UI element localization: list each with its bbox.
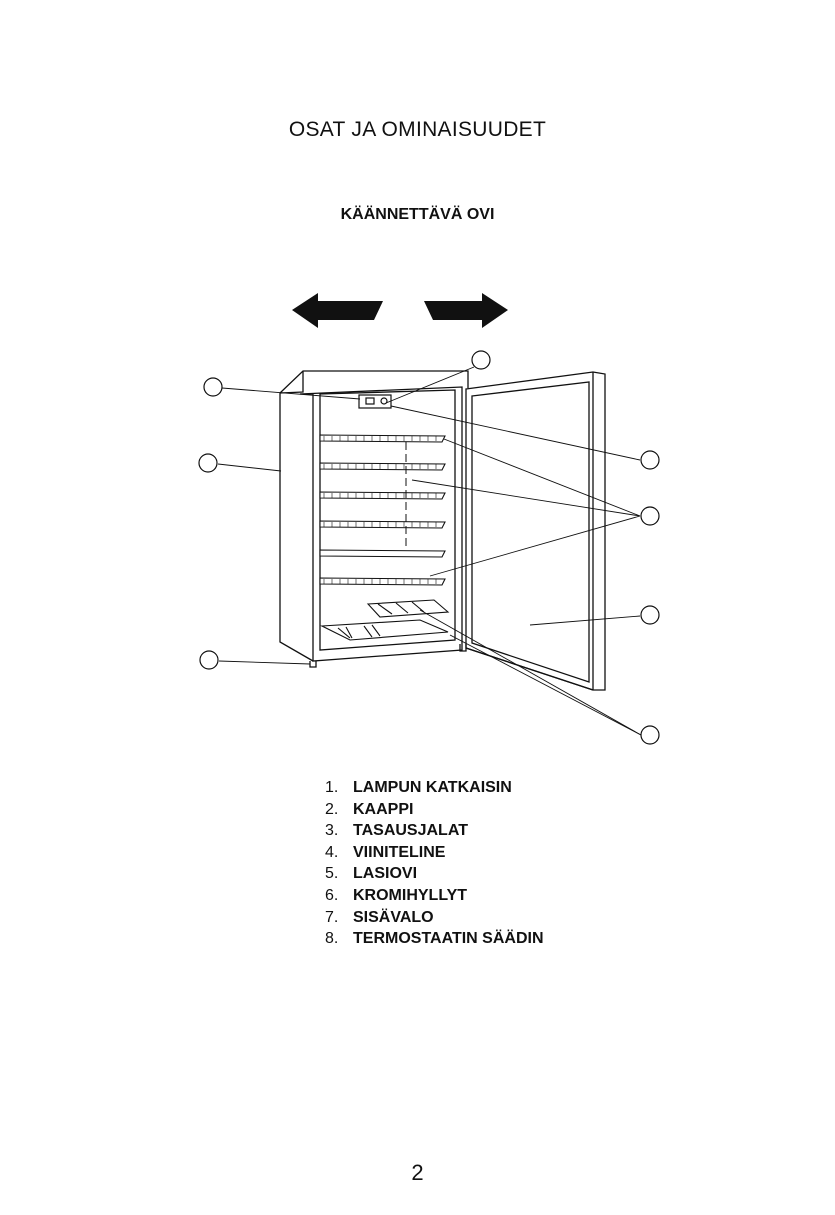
list-item: 5.LASIOVI xyxy=(325,863,544,885)
callout-circle-cabinet xyxy=(199,454,217,472)
list-item: 2.KAAPPI xyxy=(325,799,544,821)
list-item: 1.LAMPUN KATKAISIN xyxy=(325,777,544,799)
callout-circle-thermostat xyxy=(472,351,490,369)
list-item: 4.VIINITELINE xyxy=(325,842,544,864)
callout-circle-chrome-shelves xyxy=(641,507,659,525)
control-panel xyxy=(359,395,391,408)
list-item: 6.KROMIHYLLYT xyxy=(325,885,544,907)
callout-circle-interior-light xyxy=(641,451,659,469)
page-number: 2 xyxy=(0,1160,835,1186)
shelves xyxy=(320,435,445,585)
callout-circles xyxy=(199,351,659,744)
arrow-left-icon xyxy=(292,293,383,328)
arrow-right-icon xyxy=(424,293,508,328)
parts-list: 1.LAMPUN KATKAISIN 2.KAAPPI 3.TASAUSJALA… xyxy=(325,777,544,950)
callout-circle-wine-rack xyxy=(641,726,659,744)
wine-rack xyxy=(322,600,448,640)
list-item: 8.TERMOSTAATIN SÄÄDIN xyxy=(325,928,544,950)
callout-circle-levelling-feet xyxy=(200,651,218,669)
glass-door xyxy=(466,372,605,690)
callout-circle-lamp-switch xyxy=(204,378,222,396)
list-item: 7.SISÄVALO xyxy=(325,907,544,929)
callout-circle-glass-door xyxy=(641,606,659,624)
shelf-rods xyxy=(324,436,436,584)
list-item: 3.TASAUSJALAT xyxy=(325,820,544,842)
